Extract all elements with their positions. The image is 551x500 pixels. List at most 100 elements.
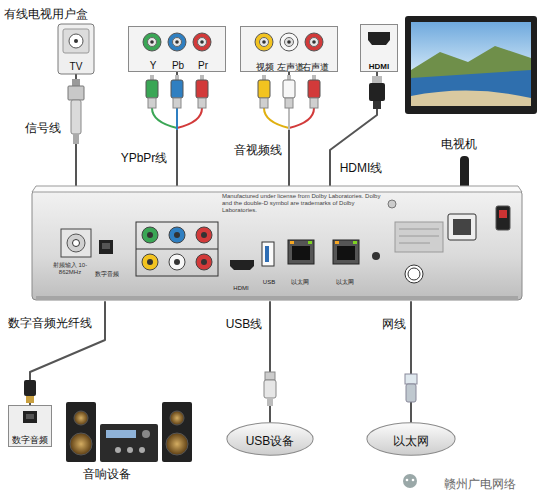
av-input-panel: 视频左声道右声道 bbox=[240, 26, 338, 72]
component-plugs bbox=[146, 75, 208, 130]
av-plugs bbox=[258, 80, 270, 98]
set-top-box-jacks bbox=[147, 259, 153, 265]
av-plugs bbox=[285, 98, 293, 108]
cable-label: HDMI线 bbox=[339, 162, 384, 176]
text-holder: Pr bbox=[191, 55, 215, 73]
text-holder: 数字音频 bbox=[9, 429, 51, 447]
set-top-box-body bbox=[32, 190, 522, 300]
speaker-picture bbox=[106, 430, 136, 438]
text-holder: 音响设备 bbox=[70, 464, 144, 482]
set-top-box-jacks bbox=[353, 241, 357, 244]
set-top-box-body bbox=[36, 296, 518, 300]
digital-audio-box bbox=[8, 405, 52, 447]
av-panel bbox=[305, 33, 323, 51]
ethernet-oval: 以太网 bbox=[366, 422, 456, 456]
av-panel bbox=[260, 38, 269, 47]
node-text: HDMI bbox=[233, 285, 248, 292]
cable-label: 音视频线 bbox=[233, 144, 283, 158]
av-plugs bbox=[260, 98, 268, 108]
set-top-box-jacks bbox=[201, 232, 207, 238]
text-holder: 射频输入 10-862MHz bbox=[48, 262, 92, 276]
av-plugs bbox=[288, 108, 290, 130]
set-top-box-jacks bbox=[196, 254, 212, 270]
set-top-box-jacks bbox=[169, 227, 185, 243]
set-top-box-jacks bbox=[174, 259, 180, 265]
av-panel bbox=[255, 33, 273, 51]
av-plugs bbox=[287, 75, 291, 80]
watermark-icon bbox=[403, 474, 417, 488]
speaker-picture bbox=[100, 424, 158, 462]
cable-label: 网线 bbox=[381, 318, 407, 332]
speaker-set: 音响设备 bbox=[60, 398, 198, 482]
coax-plug bbox=[71, 100, 81, 134]
digital-audio-box bbox=[26, 414, 34, 419]
set-top-box-body bbox=[496, 206, 510, 230]
av-panel bbox=[312, 40, 316, 44]
component-panel bbox=[150, 40, 154, 44]
digital-audio-input: 数字音频 bbox=[8, 405, 52, 447]
component-plugs bbox=[173, 98, 181, 108]
optical-plug bbox=[26, 396, 34, 403]
node-text: 数字音频 bbox=[95, 271, 119, 278]
component-panel bbox=[168, 33, 186, 51]
speaker-picture bbox=[166, 433, 188, 455]
av-panel bbox=[287, 40, 291, 44]
set-top-box: 射频输入 10-862MHz数字音频 Manufactured under lic… bbox=[32, 186, 522, 302]
set-top-box-body bbox=[388, 200, 396, 208]
text-holder: 视频 bbox=[250, 56, 280, 74]
tv-wall-socket bbox=[58, 24, 94, 74]
set-top-box-body bbox=[395, 222, 443, 252]
set-top-box-jacks bbox=[174, 232, 180, 238]
av-plugs bbox=[289, 108, 314, 128]
edge-label-holder: YPbPr线 bbox=[116, 148, 172, 166]
edge-label-holder: 信号线 bbox=[22, 118, 64, 136]
component-plugs bbox=[196, 80, 208, 98]
av-plugs bbox=[262, 75, 266, 80]
node-text: 右声道 bbox=[302, 62, 329, 72]
av-plugs bbox=[310, 98, 318, 108]
set-top-box-jacks bbox=[99, 240, 113, 254]
component-panel bbox=[173, 38, 182, 47]
edge-label-holder: 网线 bbox=[380, 314, 408, 332]
component-plugs bbox=[171, 80, 183, 98]
watermark-icon bbox=[406, 479, 409, 482]
node-text: 数字音频 bbox=[12, 435, 48, 445]
component-plugs bbox=[146, 80, 158, 98]
component-plugs bbox=[148, 98, 156, 108]
tv-wall-socket bbox=[74, 39, 78, 43]
component-panel bbox=[198, 38, 207, 47]
hdmi-port-panel bbox=[360, 24, 398, 72]
node-text: Y bbox=[150, 60, 157, 72]
text-holder: Pb bbox=[166, 55, 190, 73]
set-top-box-jacks bbox=[102, 243, 110, 249]
set-top-box-body bbox=[32, 186, 522, 192]
component-panel bbox=[148, 38, 157, 47]
av-panel bbox=[285, 38, 294, 47]
coax-plug bbox=[68, 79, 84, 144]
television-picture bbox=[405, 16, 537, 114]
node-text: Pb bbox=[172, 60, 184, 72]
node-text: USB bbox=[263, 279, 275, 286]
speaker-picture bbox=[162, 402, 192, 462]
component-plugs bbox=[150, 75, 154, 80]
set-top-box-body bbox=[408, 268, 420, 280]
av-panel bbox=[262, 40, 266, 44]
set-top-box-jacks bbox=[288, 240, 314, 264]
tv-wall-socket bbox=[58, 24, 94, 74]
text-holder: TV bbox=[58, 56, 94, 74]
rj45-plug bbox=[405, 374, 417, 384]
television-picture bbox=[411, 22, 531, 106]
usb-plug bbox=[265, 372, 275, 380]
edge-label-holder: 数字音频光纤线 bbox=[4, 313, 96, 331]
digital-audio-box bbox=[23, 411, 37, 423]
set-top-box-jacks bbox=[292, 246, 310, 260]
coax-plug bbox=[72, 79, 80, 86]
component-panel bbox=[128, 26, 226, 72]
node-text: Manufactured under license from Dolby La… bbox=[222, 193, 382, 214]
av-panel bbox=[310, 38, 319, 47]
oval-outline bbox=[227, 423, 313, 455]
text-holder: HDMI bbox=[361, 55, 397, 73]
set-top-box-body bbox=[399, 243, 430, 244]
speaker-picture bbox=[74, 411, 88, 425]
